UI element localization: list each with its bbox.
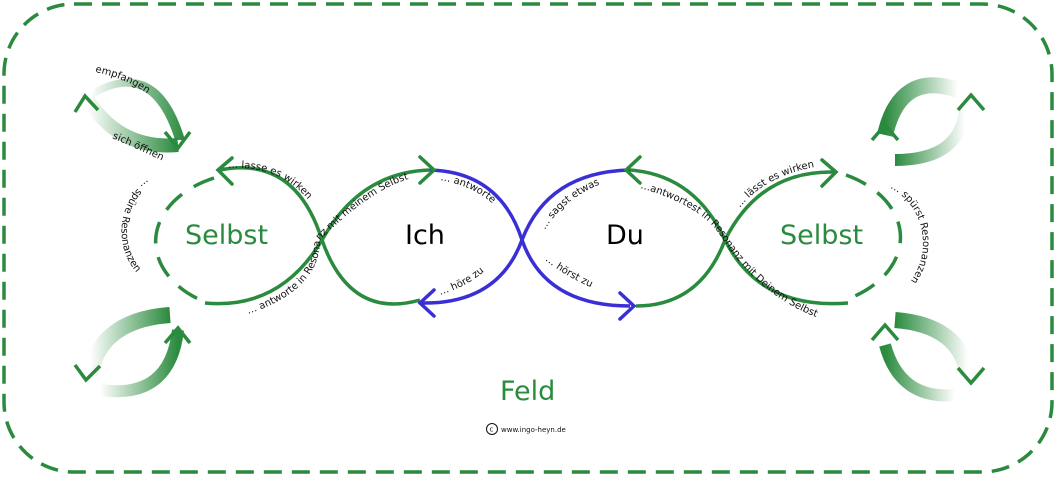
- right-loop: [629, 168, 849, 308]
- svg-text:… antworte in Resonanz mit mei: … antworte in Resonanz mit meinem Selbst: [245, 171, 409, 317]
- label-spuerst: … spürst Resonanzen: [889, 181, 931, 286]
- selbst-right-boundary: [844, 173, 903, 302]
- copyright-icon: c: [486, 423, 498, 435]
- curved-arrow-icon: [870, 77, 986, 166]
- curved-arrow-icon: [870, 312, 986, 402]
- label-lasse-wirken: … lasse es wirken: [228, 160, 314, 202]
- label-antworte-resonanz: … antworte in Resonanz mit meinem Selbst: [245, 171, 409, 317]
- arrowhead-icon: [215, 155, 839, 321]
- du-label: Du: [606, 220, 644, 251]
- curved-arrow-icon: [73, 307, 192, 398]
- svg-text:c: c: [490, 426, 494, 434]
- curved-arrow-icon: [73, 78, 192, 153]
- feld-label: Feld: [500, 376, 555, 407]
- ich-label: Ich: [405, 220, 445, 251]
- svg-text:… spürst Resonanzen: … spürst Resonanzen: [889, 181, 931, 286]
- center-loop: [419, 168, 631, 308]
- svg-text:… lasse es wirken: … lasse es wirken: [228, 160, 314, 202]
- svg-text:… spüre Resonanzen: … spüre Resonanzen: [118, 177, 152, 274]
- left-loop: [204, 166, 431, 306]
- copyright-text: www.ingo-heyn.de: [501, 426, 566, 434]
- label-spuere: … spüre Resonanzen: [118, 177, 152, 274]
- selbst-left-label: Selbst: [185, 220, 268, 251]
- selbst-right-label: Selbst: [780, 220, 863, 251]
- selbst-left-boundary: [153, 176, 215, 304]
